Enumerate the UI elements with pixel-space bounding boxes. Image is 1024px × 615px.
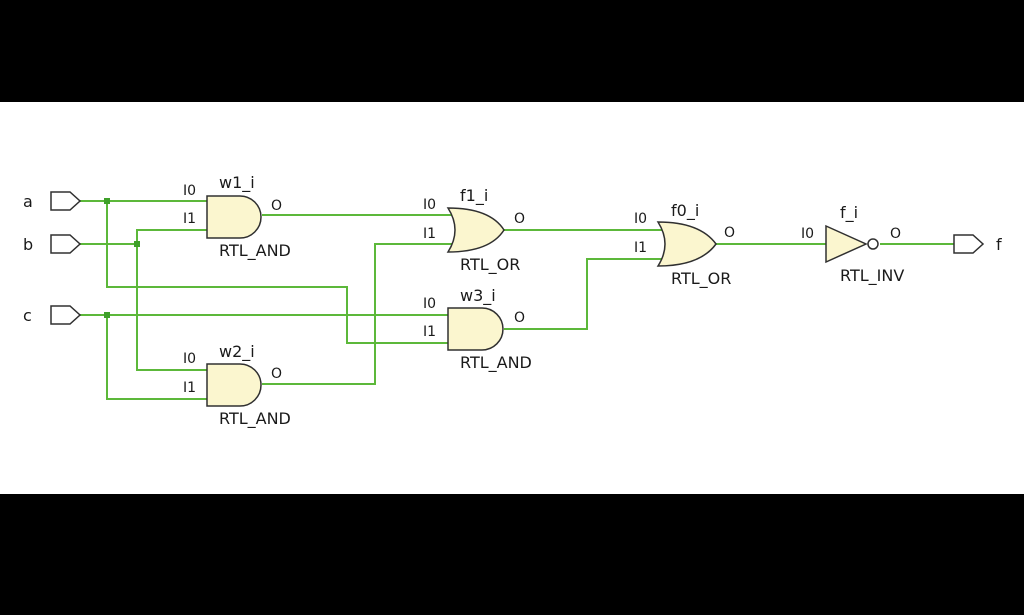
gate-type-label: RTL_AND (219, 241, 291, 261)
wire-w2-to-f1[interactable] (262, 243, 452, 385)
pin-label: O (514, 310, 525, 326)
gate-f0-or[interactable]: f0_i I0 I1 O RTL_OR (634, 201, 735, 289)
junctions (104, 198, 140, 318)
wires (80, 200, 954, 400)
port-a-label: a (23, 192, 33, 211)
output-port-f[interactable]: f (953, 234, 1002, 254)
gate-instance-label: w3_i (460, 286, 496, 306)
schematic-canvas (0, 102, 1024, 494)
gate-instance-label: f0_i (671, 201, 699, 221)
pin-label: I0 (423, 296, 436, 312)
gate-type-label: RTL_AND (219, 409, 291, 429)
gate-type-label: RTL_INV (840, 266, 904, 286)
port-f-label: f (996, 235, 1002, 254)
wire-b-to-w2[interactable] (136, 244, 207, 371)
gate-instance-label: f1_i (460, 186, 488, 206)
pin-label: I1 (423, 226, 436, 242)
pin-label: I1 (634, 240, 647, 256)
pin-label: I1 (183, 211, 196, 227)
gate-w1-and[interactable]: w1_i I0 I1 O RTL_AND (183, 173, 291, 261)
gate-instance-label: w1_i (219, 173, 255, 193)
wire-a-to-w3[interactable] (106, 201, 448, 344)
pin-label: I0 (183, 351, 196, 367)
pin-label: I0 (801, 226, 814, 242)
gate-type-label: RTL_AND (460, 353, 532, 373)
pin-label: I1 (423, 324, 436, 340)
gate-instance-label: w2_i (219, 342, 255, 362)
pin-label: I0 (634, 211, 647, 227)
pin-label: O (271, 366, 282, 382)
pin-label: I1 (183, 380, 196, 396)
gate-instance-label: f_i (840, 203, 858, 223)
gate-type-label: RTL_OR (460, 255, 520, 275)
junction-dot (104, 312, 110, 318)
pin-label: O (724, 225, 735, 241)
input-port-b[interactable]: b (23, 234, 82, 254)
port-b-label: b (23, 235, 33, 254)
input-port-c[interactable]: c (23, 305, 82, 325)
pin-label: O (514, 211, 525, 227)
port-c-label: c (23, 306, 32, 325)
pin-label: O (271, 198, 282, 214)
input-port-a[interactable]: a (23, 191, 82, 211)
pin-label: I0 (423, 197, 436, 213)
wire-w3-to-f0[interactable] (504, 258, 662, 330)
gate-type-label: RTL_OR (671, 269, 731, 289)
gate-w3-and[interactable]: w3_i I0 I1 O RTL_AND (423, 286, 532, 373)
gate-f-inv[interactable]: f_i I0 O RTL_INV (801, 203, 904, 286)
pin-label: I0 (183, 183, 196, 199)
junction-dot (104, 198, 110, 204)
wire-b-to-w1[interactable] (80, 229, 207, 245)
wire-c-to-w2[interactable] (106, 315, 207, 400)
gate-f1-or[interactable]: f1_i I0 I1 O RTL_OR (423, 186, 525, 275)
pin-label: O (890, 226, 901, 242)
gate-w2-and[interactable]: w2_i I0 I1 O RTL_AND (183, 342, 291, 429)
junction-dot (134, 241, 140, 247)
